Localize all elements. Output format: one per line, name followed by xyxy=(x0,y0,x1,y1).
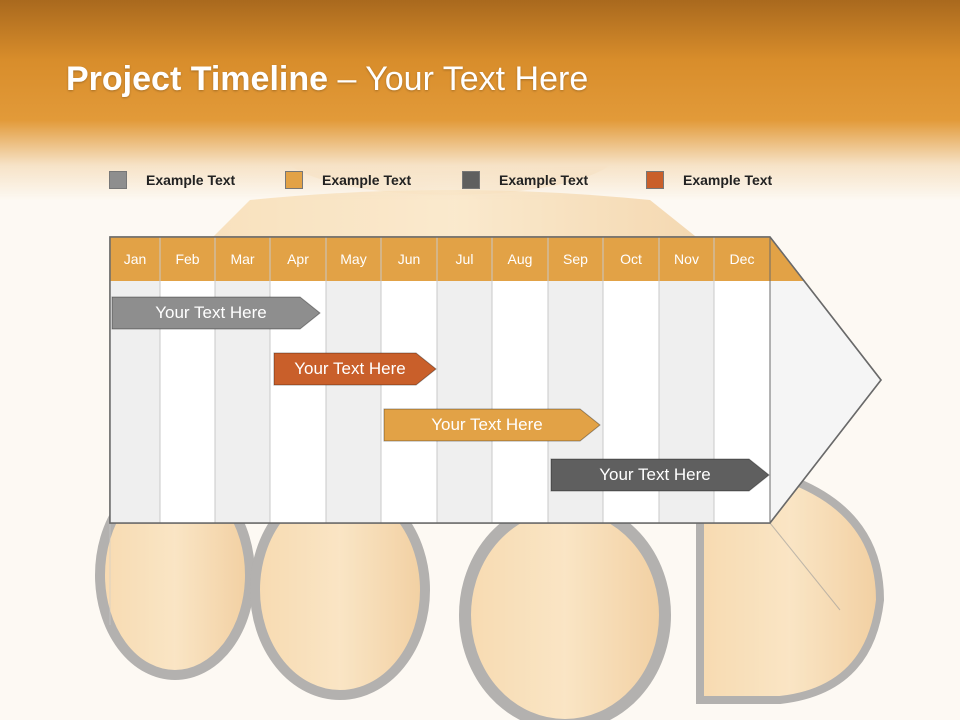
title-bold: Project Timeline xyxy=(66,60,329,98)
legend-swatch-3 xyxy=(462,171,480,189)
month-nov: Nov xyxy=(674,250,699,267)
title-rest: – Your Text Here xyxy=(328,60,589,98)
month-aug: Aug xyxy=(507,250,533,267)
legend-label-4: Example Text xyxy=(683,172,773,188)
month-jul: Jul xyxy=(455,250,474,267)
task-label-1: Your Text Here xyxy=(155,303,267,322)
legend-label-1: Example Text xyxy=(146,172,236,188)
title-band xyxy=(0,0,960,200)
task-label-2: Your Text Here xyxy=(294,359,406,378)
month-column xyxy=(326,281,381,523)
month-dec: Dec xyxy=(729,250,755,267)
task-label-4: Your Text Here xyxy=(599,465,711,484)
month-jan: Jan xyxy=(123,250,147,267)
month-column xyxy=(492,281,548,523)
page-title: Project Timeline – Your Text Here xyxy=(66,60,588,99)
month-oct: Oct xyxy=(620,250,642,267)
legend-label-2: Example Text xyxy=(322,172,412,188)
month-column xyxy=(381,281,437,523)
legend-swatch-2 xyxy=(285,171,303,189)
task-label-3: Your Text Here xyxy=(431,415,543,434)
legend-label-3: Example Text xyxy=(499,172,589,188)
task-arrow-3 xyxy=(383,408,601,442)
month-column xyxy=(437,281,492,523)
month-sep: Sep xyxy=(563,250,588,267)
month-feb: Feb xyxy=(175,250,200,267)
task-arrow-4 xyxy=(550,458,770,492)
legend-swatch-1 xyxy=(109,171,127,189)
month-may: May xyxy=(340,250,367,267)
task-arrow-1 xyxy=(111,296,321,330)
task-arrow-2 xyxy=(273,352,437,386)
month-apr: Apr xyxy=(287,250,309,267)
month-mar: Mar xyxy=(230,250,255,267)
month-jun: Jun xyxy=(397,250,421,267)
legend-swatch-4 xyxy=(646,171,664,189)
